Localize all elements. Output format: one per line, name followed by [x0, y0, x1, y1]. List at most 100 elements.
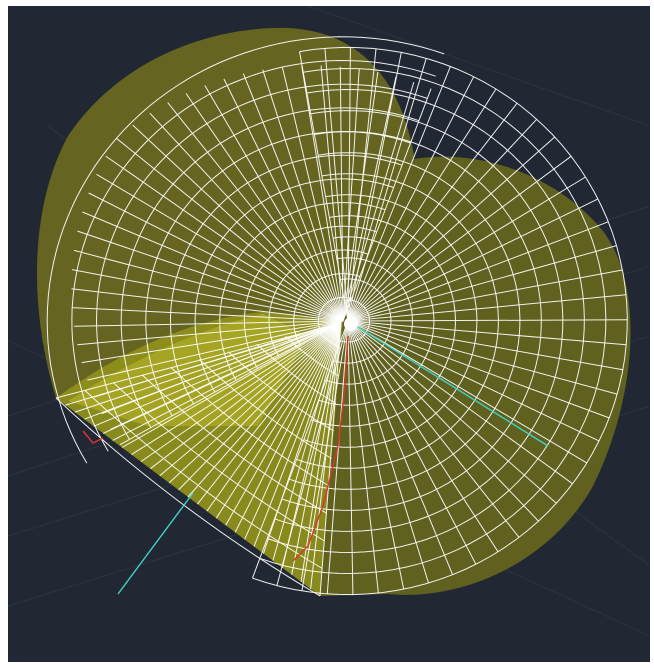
mesh-line [347, 118, 538, 322]
mesh-ring [46, 36, 445, 464]
mesh-line [197, 322, 342, 505]
mesh-ring [169, 154, 403, 405]
mesh-line [131, 322, 342, 456]
mesh-line [96, 173, 344, 322]
mesh-ring [267, 88, 585, 554]
grid-line [307, 6, 650, 127]
mesh-line [159, 322, 342, 477]
mesh-line [342, 81, 415, 322]
mesh-line [326, 320, 349, 594]
mesh-line [347, 176, 586, 322]
mesh-line [204, 85, 344, 322]
mesh-line [347, 136, 556, 322]
mesh-ring [199, 359, 332, 459]
mesh-line [262, 322, 342, 554]
mesh-ring [313, 328, 341, 349]
cad-3d-viewport[interactable] [8, 6, 650, 662]
mesh-ring [252, 46, 628, 596]
mesh-line [347, 47, 351, 322]
cyan-axis-line-left [117, 492, 194, 595]
mesh-line [187, 322, 342, 498]
mesh-line [347, 66, 451, 322]
mesh-line [319, 322, 342, 597]
model-space-canvas[interactable] [8, 6, 650, 662]
mesh-ring [84, 389, 323, 569]
mesh-line [347, 48, 377, 322]
mesh-ring [293, 273, 361, 345]
mesh-line [72, 269, 344, 322]
mesh-line [347, 320, 429, 584]
mesh-line [81, 320, 344, 364]
mesh-ring [95, 83, 428, 440]
mesh-line [215, 322, 342, 519]
mesh-line [347, 102, 518, 322]
mesh-line [102, 322, 342, 434]
mesh-line [347, 269, 623, 322]
mesh-line [223, 78, 344, 322]
mesh-line [55, 322, 342, 399]
mesh-line [347, 245, 617, 322]
mesh-line [301, 320, 349, 591]
mesh-line [347, 320, 354, 595]
mesh-ring [296, 173, 499, 469]
mesh-ring [268, 249, 369, 357]
mesh-line [347, 320, 557, 504]
mesh-line [339, 66, 344, 322]
mesh-line [74, 320, 344, 327]
mesh-line [299, 51, 349, 322]
mesh-ring [303, 194, 478, 448]
mesh-line [242, 73, 344, 322]
mesh-line [77, 320, 344, 346]
mesh-ring [55, 397, 321, 597]
mesh-line [347, 198, 599, 322]
mesh-ring [281, 131, 542, 511]
mesh-line [225, 322, 342, 526]
mesh-line [185, 93, 344, 322]
mesh-ring [259, 67, 607, 575]
mesh-ring [256, 343, 337, 404]
mesh-line [347, 320, 477, 565]
mesh-line [347, 320, 405, 590]
mesh-ring [285, 336, 339, 377]
mesh-line [140, 322, 342, 463]
mesh-line [347, 320, 520, 538]
mesh-line [347, 88, 497, 322]
mesh-ring [194, 178, 394, 393]
mesh-line [262, 69, 344, 322]
mesh-line [72, 307, 344, 322]
red-axis-line [292, 335, 349, 562]
mesh-line [342, 88, 432, 322]
mesh-ring [219, 202, 386, 381]
mesh-line [65, 322, 342, 406]
mesh-line [281, 322, 342, 568]
mesh-line [347, 320, 623, 371]
red-axis-stub [82, 430, 104, 444]
mesh-line [347, 319, 628, 322]
front-wedge-highlight [68, 314, 308, 426]
mesh-ring [141, 374, 328, 514]
mesh-ring [318, 236, 435, 406]
mesh-line [347, 294, 627, 322]
mesh-ring [170, 366, 330, 487]
mesh-line [347, 320, 610, 419]
mesh-line [73, 249, 344, 322]
mesh-ring [71, 59, 436, 452]
mesh-line [77, 230, 344, 322]
mesh-line [347, 76, 475, 322]
mesh-line [301, 65, 344, 322]
mesh-line [347, 320, 539, 522]
mesh-line [347, 155, 572, 322]
mesh-line [347, 320, 379, 594]
mesh-line [206, 322, 342, 512]
mesh-line [149, 112, 344, 322]
mesh-line [112, 322, 342, 441]
mesh-line [88, 192, 344, 322]
mesh-line [93, 322, 342, 427]
mesh-line [320, 65, 344, 322]
mesh-line [347, 221, 609, 322]
mesh-ring [113, 382, 325, 542]
mesh-line [121, 322, 342, 448]
mesh-line [178, 322, 342, 491]
mesh-line [347, 320, 627, 346]
helix-center-hub [344, 317, 358, 331]
